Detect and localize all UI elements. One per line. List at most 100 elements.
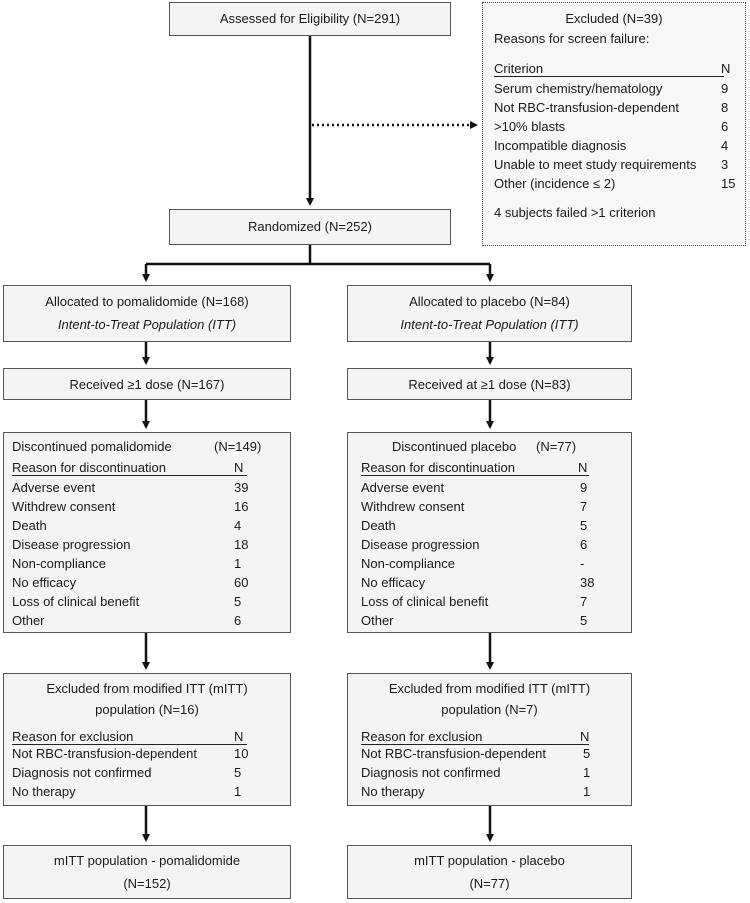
left-allocated-box: Allocated to pomalidomide (N=168) Intent… <box>3 285 291 342</box>
left-disc-row-label: Non-compliance <box>12 556 106 571</box>
excluded-row-label: Serum chemistry/hematology <box>494 81 663 96</box>
left-disc-n: (N=149) <box>214 439 262 454</box>
right-disc-row-n: 6 <box>580 537 588 552</box>
assessed-box: Assessed for Eligibility (N=291) <box>169 2 451 36</box>
excluded-row-n: 15 <box>721 176 736 191</box>
excluded-col-criterion: Criterion <box>494 61 724 77</box>
right-disc-row-label: Non-compliance <box>361 556 455 571</box>
right-excl-row-label: Not RBC-transfusion-dependent <box>361 746 546 761</box>
right-disc-row-n: - <box>580 556 585 571</box>
right-discontinued-box: Discontinued placebo (N=77) Reason for d… <box>347 432 632 633</box>
left-disc-row-label: Death <box>12 518 47 533</box>
left-disc-row-n: 6 <box>234 613 242 628</box>
right-excl-col-reason: Reason for exclusion <box>361 729 589 745</box>
left-received-box: Received ≥1 dose (N=167) <box>3 368 291 400</box>
right-allocated-label: Allocated to placebo (N=84) <box>409 294 570 309</box>
left-discontinued-box: Discontinued pomalidomide (N=149) Reason… <box>3 432 291 633</box>
excluded-col-n: N <box>721 61 731 76</box>
left-disc-row-n: 60 <box>234 575 249 590</box>
excluded-subtitle: Reasons for screen failure: <box>494 31 650 46</box>
right-disc-col-reason: Reason for discontinuation <box>361 460 589 476</box>
assessed-label: Assessed for Eligibility (N=291) <box>219 11 401 26</box>
excluded-box: Excluded (N=39) Reasons for screen failu… <box>482 2 746 246</box>
left-excl-row-n: 10 <box>234 746 249 761</box>
right-disc-row-n: 7 <box>580 594 588 609</box>
left-excl-row-n: 5 <box>234 765 242 780</box>
right-excl-row-label: No therapy <box>361 784 425 799</box>
excluded-row-label: >10% blasts <box>494 119 566 134</box>
left-excl-row-label: Not RBC-transfusion-dependent <box>12 746 197 761</box>
right-disc-col-n: N <box>578 460 588 475</box>
right-disc-row-label: Loss of clinical benefit <box>361 594 489 609</box>
excluded-footnote: 4 subjects failed >1 criterion <box>494 205 656 220</box>
right-disc-row-n: 7 <box>580 499 588 514</box>
right-mitt-label-1: mITT population - placebo <box>414 853 565 868</box>
left-disc-col-n: N <box>234 460 244 475</box>
left-received-label: Received ≥1 dose (N=167) <box>69 377 225 392</box>
randomized-label: Randomized (N=252) <box>248 219 372 234</box>
left-disc-row-n: 39 <box>234 480 249 495</box>
right-excl-col-n: N <box>580 729 590 744</box>
left-disc-row-label: Adverse event <box>12 480 96 495</box>
right-disc-n: (N=77) <box>536 439 577 454</box>
right-disc-row-label: Other <box>361 613 394 628</box>
right-disc-row-label: Withdrew consent <box>361 499 465 514</box>
right-disc-row-n: 38 <box>580 575 595 590</box>
right-disc-row-n: 5 <box>580 613 588 628</box>
right-excl-row-n: 1 <box>583 765 591 780</box>
right-disc-row-label: No efficacy <box>361 575 426 590</box>
left-disc-row-label: Other <box>12 613 45 628</box>
excluded-row-n: 8 <box>721 100 729 115</box>
right-disc-row-label: Disease progression <box>361 537 480 552</box>
excluded-row-n: 9 <box>721 81 729 96</box>
left-disc-row-label: No efficacy <box>12 575 77 590</box>
left-excl-row-n: 1 <box>234 784 242 799</box>
right-disc-row-label: Death <box>361 518 396 533</box>
excluded-row-label: Unable to meet study requirements <box>494 157 697 172</box>
right-received-label: Received at ≥1 dose (N=83) <box>408 377 571 392</box>
right-disc-row-n: 5 <box>580 518 588 533</box>
excluded-row-n: 3 <box>721 157 729 172</box>
right-excl-row-n: 5 <box>583 746 591 761</box>
excluded-row-label: Not RBC-transfusion-dependent <box>494 100 679 115</box>
left-disc-row-n: 18 <box>234 537 249 552</box>
left-allocated-label: Allocated to pomalidomide (N=168) <box>45 294 249 309</box>
right-disc-title: Discontinued placebo <box>392 439 517 454</box>
right-disc-row-n: 9 <box>580 480 588 495</box>
right-excl-title-2: population (N=7) <box>441 702 538 717</box>
excluded-row-n: 4 <box>721 138 729 153</box>
right-mitt-label-2: (N=77) <box>469 876 510 891</box>
left-disc-row-n: 16 <box>234 499 249 514</box>
left-excl-title-1: Excluded from modified ITT (mITT) <box>46 681 248 696</box>
left-mitt-box: mITT population - pomalidomide (N=152) <box>3 845 291 899</box>
left-mitt-label-2: (N=152) <box>123 876 171 891</box>
left-excl-col-n: N <box>234 729 244 744</box>
left-excl-row-label: Diagnosis not confirmed <box>12 765 152 780</box>
left-excluded-mitt-box: Excluded from modified ITT (mITT) popula… <box>3 673 291 806</box>
excluded-row-label: Other (incidence ≤ 2) <box>494 176 616 191</box>
right-excl-row-label: Diagnosis not confirmed <box>361 765 501 780</box>
left-excl-row-label: No therapy <box>12 784 76 799</box>
right-excl-title-1: Excluded from modified ITT (mITT) <box>388 681 591 696</box>
right-received-box: Received at ≥1 dose (N=83) <box>347 368 632 400</box>
left-disc-row-label: Withdrew consent <box>12 499 116 514</box>
right-mitt-box: mITT population - placebo (N=77) <box>347 845 632 899</box>
right-excl-row-n: 1 <box>583 784 591 799</box>
left-disc-row-label: Disease progression <box>12 537 131 552</box>
excluded-row-label: Incompatible diagnosis <box>494 138 627 153</box>
right-excluded-mitt-box: Excluded from modified ITT (mITT) popula… <box>347 673 632 806</box>
left-disc-row-n: 5 <box>234 594 242 609</box>
left-disc-row-label: Loss of clinical benefit <box>12 594 140 609</box>
right-disc-row-label: Adverse event <box>361 480 445 495</box>
excluded-header-row: Criterion N <box>483 61 745 77</box>
left-disc-title: Discontinued pomalidomide <box>12 439 172 454</box>
randomized-box: Randomized (N=252) <box>169 209 451 245</box>
left-disc-col-reason: Reason for discontinuation <box>12 460 247 476</box>
right-allocated-box: Allocated to placebo (N=84) Intent-to-Tr… <box>347 285 632 342</box>
left-mitt-label-1: mITT population - pomalidomide <box>53 853 241 868</box>
left-disc-row-n: 4 <box>234 518 242 533</box>
left-excl-col-reason: Reason for exclusion <box>12 729 247 745</box>
excluded-title: Excluded (N=39) <box>565 11 663 26</box>
left-disc-row-n: 1 <box>234 556 242 571</box>
